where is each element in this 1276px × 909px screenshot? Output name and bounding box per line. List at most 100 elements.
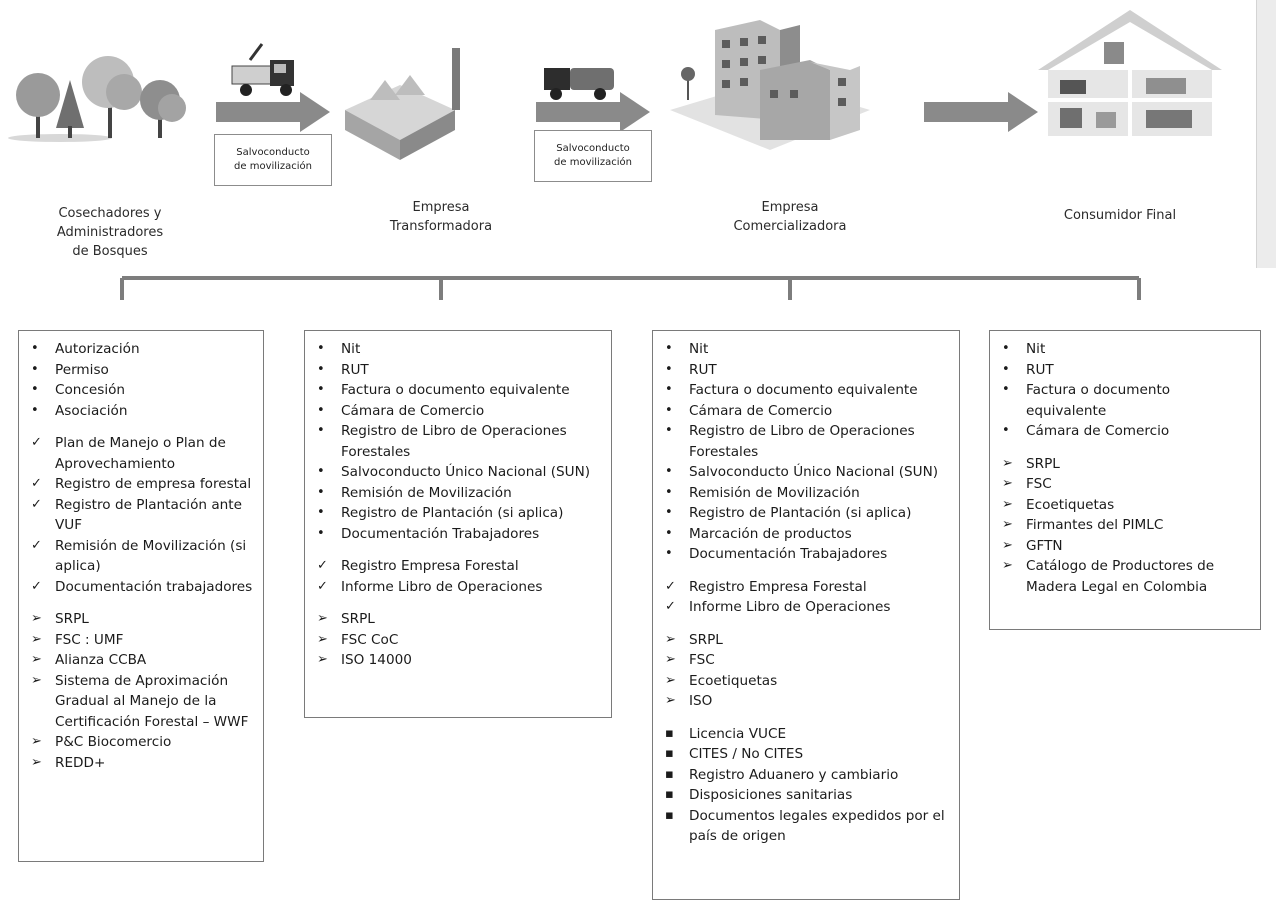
bullet-marker-icon: • (665, 464, 673, 479)
requirement-item: ➢Alianza CCBA (29, 650, 255, 671)
commercial-buildings-icon (670, 20, 870, 150)
supply-chain-illustration (8, 10, 1222, 300)
requirement-text: P&C Biocomercio (55, 734, 172, 750)
factory-icon (345, 48, 460, 160)
requirement-item: •Factura o documento equivalente (315, 380, 603, 401)
requirement-item: ➢Firmantes del PIMLC (1000, 515, 1252, 536)
requirement-text: CITES / No CITES (689, 746, 804, 762)
requirement-text: Salvoconducto Único Nacional (SUN) (341, 464, 591, 480)
requirements-box-commerce: •Nit•RUT•Factura o documento equivalente… (652, 330, 960, 900)
square-marker-icon: ▪ (665, 725, 674, 741)
requirement-item: ➢ REDD+ (29, 753, 255, 774)
requirement-item: ➢FSC (1000, 474, 1252, 495)
stage-label-commerce: Empresa Comercializadora (700, 198, 880, 236)
requirement-text: Remisión de Movilización (341, 484, 512, 501)
requirement-text: RUT (341, 361, 369, 378)
requirement-text: Informe Libro de Operaciones (341, 578, 543, 595)
requirement-text: Registro Aduanero y cambiario (689, 766, 899, 783)
requirement-item: •RUT (1000, 360, 1252, 381)
arrow-marker-icon: ➢ (317, 652, 328, 667)
bullet-marker-icon: • (665, 341, 673, 356)
check-marker-icon: ✓ (317, 578, 328, 594)
check-marker-icon: ✓ (31, 578, 42, 594)
arrow-marker-icon: ➢ (1002, 455, 1013, 471)
requirement-item: ➢Ecoetiquetas (1000, 495, 1252, 516)
bullet-marker-icon: • (665, 484, 673, 500)
bullet-marker-icon: • (665, 505, 673, 520)
bullet-marker-icon: • (317, 341, 325, 356)
stage-label-forest: Cosechadores y Administradores de Bosque… (30, 204, 190, 261)
requirement-item: • Nit (315, 339, 603, 360)
requirement-item: ➢ P&C Biocomercio (29, 732, 255, 753)
requirement-text: Registro Empresa Forestal (689, 578, 867, 595)
list-gap (29, 421, 255, 433)
bullet-marker-icon: • (317, 464, 325, 479)
arrow-marker-icon: ➢ (317, 611, 328, 626)
check-marker-icon: ✓ (31, 476, 42, 491)
arrow-marker-icon: ➢ (31, 734, 42, 749)
bullet-marker-icon: • (1002, 361, 1010, 377)
requirement-text: REDD+ (55, 754, 106, 771)
requirement-text: Nit (341, 341, 361, 357)
square-marker-icon: ▪ (665, 807, 674, 823)
requirement-text: Factura o documento equivalente (689, 382, 918, 398)
requirement-text: FSC CoC (341, 631, 399, 648)
check-marker-icon: ✓ (665, 578, 676, 594)
requirement-item: ✓Registro de Plantación ante VUF (29, 495, 255, 536)
stage-line: de Bosques (72, 244, 148, 259)
stage-line: Consumidor Final (1063, 208, 1177, 223)
requirement-text: Remisión de Movilización (689, 484, 860, 501)
requirement-item: ➢FSC (663, 650, 951, 671)
requirement-text: ISO 14000 (341, 652, 412, 668)
arrow-marker-icon: ➢ (31, 631, 42, 647)
stage-line: Empresa (412, 200, 470, 215)
requirement-item: ✓Remisión de Movilización (si aplica) (29, 536, 255, 577)
salvoconducto-line: de movilización (234, 161, 312, 172)
salvoconducto-line: Salvoconducto (556, 143, 630, 154)
requirement-item: ✓Plan de Manejo o Plan de Aprovechamient… (29, 433, 255, 474)
arrow-marker-icon: ➢ (665, 631, 676, 647)
requirement-text: Documentos legales expedidos por el país… (689, 807, 945, 845)
requirement-item: ➢SRPL (29, 609, 255, 630)
bullet-marker-icon: • (665, 382, 673, 397)
requirement-item: ➢ Ecoetiquetas (663, 671, 951, 692)
flow-arrow-3 (924, 92, 1038, 132)
requirement-item: •Registro de Libro de Operaciones Forest… (315, 421, 603, 462)
arrow-marker-icon: ➢ (1002, 517, 1013, 532)
bullet-marker-icon: • (31, 382, 39, 397)
arrow-marker-icon: ➢ (665, 672, 676, 688)
requirement-text: Asociación (55, 402, 128, 419)
requirement-text: Factura o documento equivalente (1026, 382, 1171, 419)
requirement-item: • Asociación (29, 401, 255, 422)
square-marker-icon: ▪ (665, 746, 674, 761)
requirement-text: GFTN (1026, 537, 1063, 554)
bullet-marker-icon: • (317, 361, 325, 377)
log-truck-icon (231, 43, 294, 96)
bullet-marker-icon: • (317, 484, 325, 500)
arrow-marker-icon: ➢ (31, 754, 42, 770)
requirement-item: • Factura o documento equivalente (663, 380, 951, 401)
check-marker-icon: ✓ (665, 599, 676, 614)
stage-label-transform: Empresa Transformadora (361, 198, 521, 236)
requirement-text: Registro de Libro de Operaciones Foresta… (689, 423, 915, 460)
bullet-marker-icon: • (31, 341, 39, 356)
requirement-text: Permiso (55, 361, 109, 378)
requirement-item: ➢SRPL (1000, 454, 1252, 475)
requirement-item: ✓Informe Libro de Operaciones (663, 597, 951, 618)
requirement-text: RUT (689, 361, 717, 378)
requirement-item: ➢FSC : UMF (29, 630, 255, 651)
requirement-text: Nit (1026, 341, 1046, 357)
bullet-marker-icon: • (317, 525, 325, 541)
arrow-marker-icon: ➢ (1002, 496, 1013, 512)
stage-line: Comercializadora (733, 219, 847, 234)
requirement-text: Ecoetiquetas (689, 672, 778, 689)
stage-line: Administradores (56, 225, 164, 240)
bullet-marker-icon: • (31, 402, 39, 418)
stage-line: Transformadora (389, 219, 493, 234)
forest-icon (8, 56, 186, 142)
delivery-truck-icon (544, 68, 614, 100)
bullet-marker-icon: • (317, 423, 325, 438)
salvoconducto-line: de movilización (554, 157, 632, 168)
check-marker-icon: ✓ (31, 537, 42, 553)
scrollbar-track[interactable] (1256, 0, 1276, 268)
